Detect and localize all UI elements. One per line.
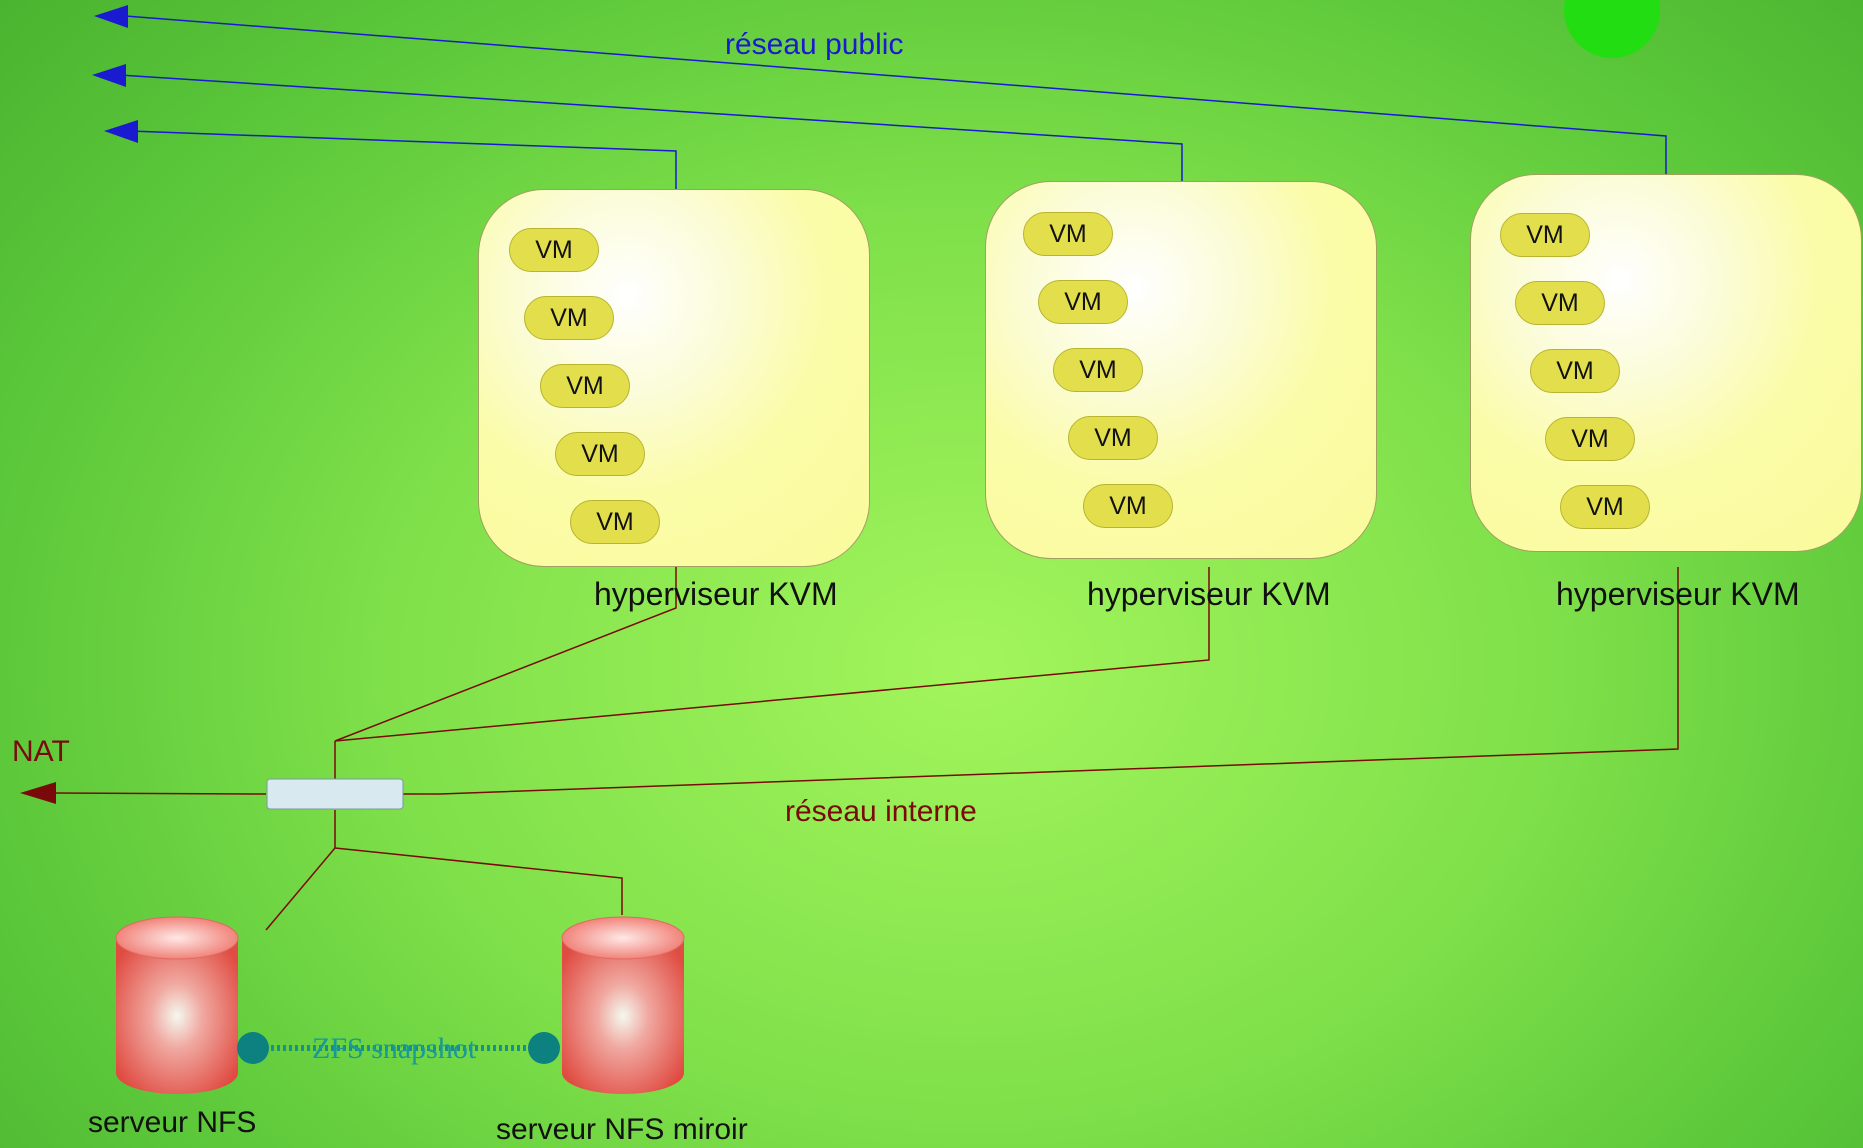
zfs-snapshot-label: ZFS snapshot: [312, 1032, 477, 1065]
hypervisor-label-3: hyperviseur KVM: [1556, 576, 1800, 612]
vm-node: VM: [1038, 280, 1128, 324]
connector-dot-icon: [528, 1032, 560, 1064]
database-cylinder-icon: [561, 916, 685, 1094]
vm-node: VM: [570, 500, 660, 544]
internal-link-hyp1: [334, 565, 677, 742]
arrow-left-icon: [104, 120, 138, 143]
nfs-mirror-label: serveur NFS miroir: [496, 1113, 748, 1146]
vm-node: VM: [1545, 417, 1635, 461]
vm-node: VM: [555, 432, 645, 476]
nat-label: NAT: [12, 735, 70, 768]
vm-node: VM: [1500, 213, 1590, 257]
public-link-1: [129, 130, 677, 190]
internal-link-hyp3: [403, 567, 1679, 795]
public-link-3: [124, 15, 1667, 175]
vm-node: VM: [540, 364, 630, 408]
hypervisor-box-2: VM VM VM VM VM: [985, 181, 1377, 559]
nfs-mirror-link: [334, 847, 623, 915]
arrow-left-icon: [94, 5, 128, 28]
nfs-server-label: serveur NFS: [88, 1106, 257, 1139]
arrow-left-icon: [20, 782, 56, 804]
vm-node: VM: [1530, 349, 1620, 393]
hypervisor-box-3: VM VM VM VM VM: [1470, 174, 1862, 552]
connector-dot-icon: [237, 1032, 269, 1064]
public-link-2: [119, 74, 1183, 183]
nat-link: [51, 792, 267, 795]
network-switch-icon: [266, 778, 404, 810]
vm-node: VM: [1083, 484, 1173, 528]
arrow-left-icon: [92, 64, 126, 87]
vm-node: VM: [524, 296, 614, 340]
internal-link-hyp2: [334, 567, 1210, 742]
database-cylinder-icon: [115, 916, 239, 1094]
hypervisor-label-2: hyperviseur KVM: [1087, 576, 1331, 612]
vm-node: VM: [1515, 281, 1605, 325]
hypervisor-box-1: VM VM VM VM VM: [478, 189, 870, 567]
vm-node: VM: [1068, 416, 1158, 460]
vm-node: VM: [1023, 212, 1113, 256]
vm-node: VM: [1053, 348, 1143, 392]
vm-node: VM: [509, 228, 599, 272]
status-dot-icon: [1564, 0, 1660, 58]
public-network-label: réseau public: [725, 28, 904, 61]
nfs-link: [265, 810, 336, 931]
vm-node: VM: [1560, 485, 1650, 529]
hypervisor-label-1: hyperviseur KVM: [594, 576, 838, 612]
internal-network-label: réseau interne: [785, 795, 977, 828]
